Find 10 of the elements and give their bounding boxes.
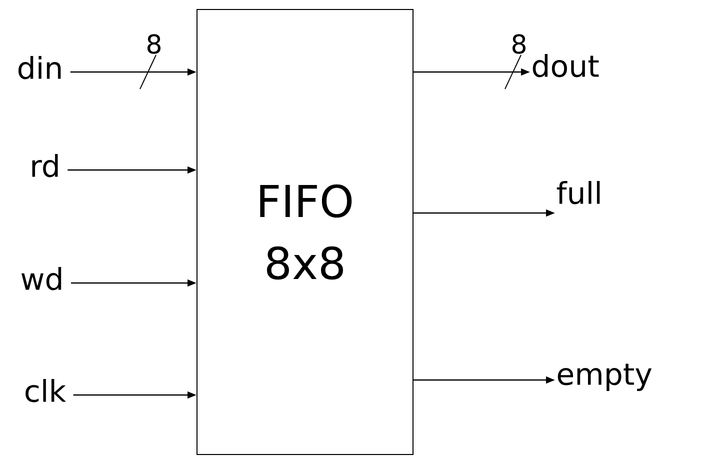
signal-label: clk: [26, 379, 66, 402]
block-box: FIFO 8x8: [196, 9, 414, 455]
signal-label: dout: [532, 54, 599, 78]
signal-label: din: [18, 56, 61, 80]
signal-label: wd: [21, 267, 62, 290]
signal-label: full: [556, 181, 600, 204]
bus-width-label: 8: [512, 34, 526, 54]
signal-label: empty: [558, 364, 652, 392]
signal-label: rd: [32, 154, 58, 178]
bus-width-label: 8: [148, 34, 160, 54]
